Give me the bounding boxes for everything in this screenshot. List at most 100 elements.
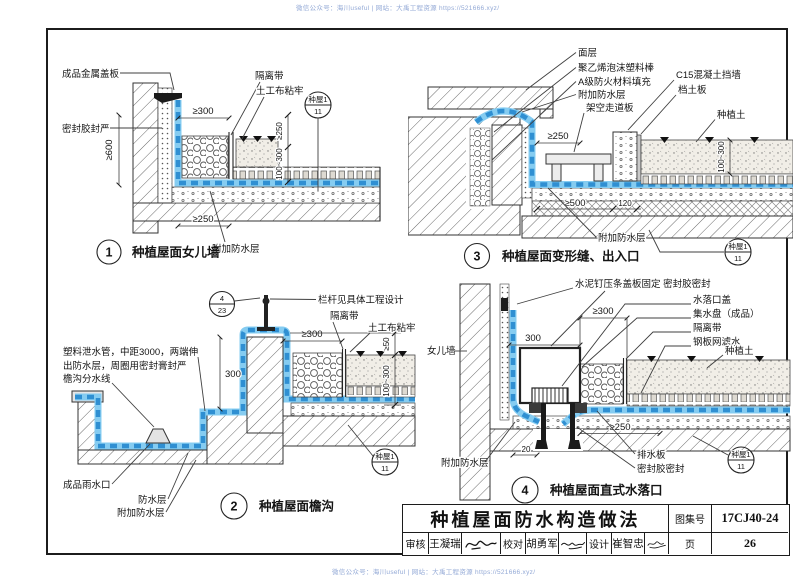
dim-bottom-250: ≥250 [192, 214, 213, 225]
railing-post-head [262, 297, 270, 305]
batten-fixing [501, 298, 508, 311]
soil-surface-marks [660, 137, 759, 143]
title-block: 种植屋面防水构造做法 图集号 17CJ40-24 审核 王凝瑞 校对 胡勇军 设… [402, 504, 790, 556]
planting-soil [235, 138, 279, 168]
detail-3-dimensions: ≥250 100~300 ≥500 120 [533, 130, 733, 213]
gravel-layer [292, 352, 343, 398]
pipe-flare-right [568, 440, 581, 449]
detail-3-caption: 3 种植屋面变形缝、出入口 [463, 242, 640, 270]
drain-seal-right [575, 403, 587, 413]
dim-soil-depth: 100~300 [275, 148, 284, 180]
waterproof-membrane-roof-dashes [561, 407, 790, 426]
detail-4-structure [459, 283, 791, 501]
detail-3-structure [408, 86, 793, 239]
detail-4-caption-text: 种植屋面直式水落口 [549, 483, 663, 498]
detail-4-drawing: 300 ≥300 ≥250 20 种屋1 11 女儿墙 水泥钉压条盖板固定 密封… [426, 277, 791, 504]
detail-3-number: 3 [474, 250, 481, 264]
dim-20: 20 [522, 445, 531, 454]
detail-1-caption: 1 种植屋面女儿墙 [96, 239, 220, 265]
label-geotextile: 土工布粘牢 [256, 85, 304, 97]
label-isolation-strip: 隔离带 [255, 70, 284, 82]
label-sealant: 密封胶密封 [637, 463, 685, 475]
dim-250: ≥250 [609, 422, 630, 433]
detail-3-ref-bubble: 种屋1 11 [648, 229, 752, 266]
label-metal-coping: 成品金属盖板 [62, 68, 120, 80]
structural-slab [282, 415, 416, 447]
label-foam-rod: 聚乙烯泡沫塑料棒 [578, 62, 655, 74]
wall-insulation-strip [499, 283, 510, 421]
reviewer-signature-cell [461, 532, 500, 554]
ref-bubble-bottom: 11 [734, 254, 742, 263]
reviewer-label: 审核 [403, 532, 428, 554]
detail-1-ref-bubble: 种屋1 11 [304, 91, 332, 191]
ref-bubble-bottom: 11 [314, 107, 322, 116]
label-fireproof-fill: A级防火材料填充 [578, 76, 651, 88]
walkway-support [593, 163, 604, 182]
screed-layer [512, 415, 791, 430]
label-surface-layer: 面层 [578, 48, 597, 59]
detail-4-number: 4 [522, 484, 529, 498]
detail-2-labels: 栏杆见具体工程设计 隔离带 土工布粘牢 塑料泄水管，中距3000，两端伸 出防水… [62, 293, 417, 521]
label-isolation-strip: 隔离带 [693, 322, 722, 334]
waterproof-membrane-dashes [175, 100, 380, 186]
label-walkway: 架空走道板 [586, 102, 634, 114]
dim-120: 120 [618, 199, 632, 208]
label-soil-board: 档土板 [678, 84, 707, 96]
dim-soil-depth: 100~300 [382, 365, 391, 397]
dim-width-300: ≥300 [301, 329, 322, 340]
designer-signature-cell [644, 532, 668, 554]
label-batten-fixing: 水泥钉压条盖板固定 密封胶密封 [575, 278, 711, 290]
page-label: 页 [668, 532, 711, 554]
proofreader-signature [560, 541, 585, 549]
proofreader-label: 校对 [500, 532, 525, 554]
detail-1-dimensions: ≥600 ≥300 ≥250 100~300 ≥250 [103, 105, 292, 229]
detail-1-number: 1 [106, 246, 113, 260]
label-drainpipe-note-1: 塑料泄水管，中距3000，两端伸 [63, 346, 198, 358]
walkway-slab [545, 153, 612, 165]
detail-2-drawing: 300 ≥300 ≥50 100~300 4 23 种屋1 11 [62, 290, 417, 521]
metal-coping [154, 93, 182, 103]
label-isolation-strip: 隔离带 [330, 310, 359, 322]
label-extra-waterproof-top: 附加防水层 [578, 89, 626, 101]
label-extra-waterproof: 附加防水层 [212, 243, 260, 255]
drainage-board-layer [626, 393, 791, 407]
label-rain-outlet: 成品雨水口 [63, 479, 111, 491]
detail-2-dimensions: 300 ≥300 ≥50 100~300 [217, 328, 401, 412]
watermark-top: 微信公众号：海川useful | 网站：大禹工程资源 https://52166… [296, 5, 500, 12]
label-gutter-divide-line: 檐沟分水线 [63, 373, 111, 385]
dim-upstand-300: 300 [225, 369, 241, 380]
drain-pipe-wall [541, 403, 546, 447]
roof-upstand [246, 336, 284, 434]
dim-soil-depth: 100~300 [717, 141, 726, 173]
label-sealant: 密封胶封严 [62, 123, 110, 135]
detail-2-caption: 2 种植屋面檐沟 [220, 492, 334, 520]
label-extra-waterproof-bottom: 附加防水层 [598, 232, 646, 244]
label-extra-waterproof: 附加防水层 [441, 457, 489, 469]
detail-2-caption-text: 种植屋面檐沟 [258, 499, 334, 514]
detail-2-ref-bubble-4-23: 4 23 [208, 290, 261, 318]
detail-2-number-badge [220, 492, 248, 520]
label-outlet-cover: 水落口盖 [693, 294, 732, 306]
atlas-number-value: 17CJ40-24 [711, 505, 788, 532]
proofreader-signature-cell [558, 532, 586, 554]
ref-bubble-bottom: 23 [218, 306, 226, 315]
detail-3-number-badge [463, 242, 491, 270]
dim-250: ≥250 [547, 131, 568, 142]
label-drain-board: 排水板 [637, 449, 666, 461]
drainage-board [232, 166, 381, 180]
dim-upstand-250: ≥250 [275, 122, 284, 140]
detail-3-caption-text: 种植屋面变形缝、出入口 [501, 249, 640, 264]
detail-1-caption-text: 种植屋面女儿墙 [131, 245, 220, 260]
ref-bubble-bottom: 11 [381, 464, 389, 473]
detail-4-dimensions: 300 ≥300 ≥250 20 [506, 305, 663, 458]
page-number: 26 [711, 532, 788, 554]
sheet-title: 种植屋面防水构造做法 [430, 509, 641, 530]
coping-slab [427, 86, 554, 110]
designer-name: 崔智忠 [611, 532, 644, 554]
railing-base-plate [257, 327, 275, 331]
detail-4-ref-bubble: 种屋1 11 [692, 435, 755, 474]
wall-insulation-strip [157, 87, 173, 205]
foam-rod-fill [469, 127, 491, 207]
soil-retaining-board [636, 134, 642, 182]
